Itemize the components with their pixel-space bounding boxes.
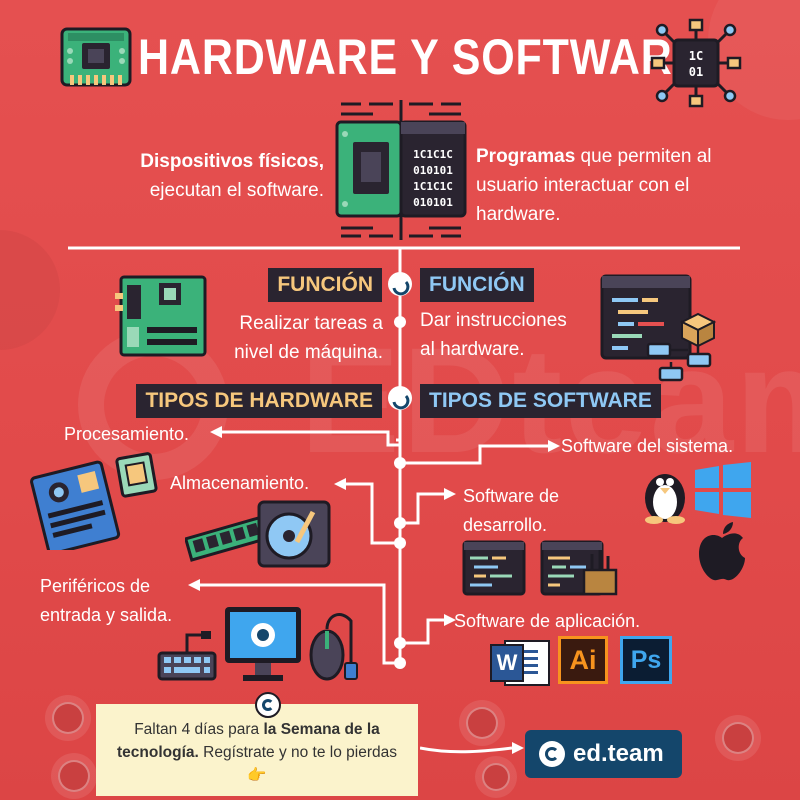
dev-tools-icon — [540, 540, 618, 596]
hardware-function-label: FUNCIÓN — [268, 268, 382, 302]
hardware-type-procesamiento: Procesamiento. — [64, 424, 190, 444]
hardware-function-line2: nivel de máquina. — [234, 342, 383, 363]
apple-icon — [699, 522, 745, 581]
software-type-desarrollo-line1: Software de — [463, 486, 560, 506]
decor-circle-notebook — [58, 760, 90, 792]
word-icon: W — [490, 638, 550, 686]
hardware-function-desc: Realizar tareas a nivel de máquina. — [234, 309, 383, 367]
binary-text: 1C1C1C — [413, 148, 453, 161]
software-type-sistema: Software del sistema. — [561, 436, 734, 456]
cta-prefix: Faltan 4 días para — [134, 721, 264, 738]
software-intro-line3: hardware. — [476, 204, 561, 225]
chip-network-icon: 1C 01 — [650, 18, 742, 108]
windows-icon — [695, 462, 751, 518]
hardware-type-perifericos-line1: Periféricos de — [40, 576, 151, 596]
binary-text: 010101 — [413, 164, 453, 177]
hardware-software-split-icon: 1C1C1C 010101 1C1C1C 010101 — [335, 100, 467, 240]
chip-text: 1C — [689, 49, 703, 63]
hardware-type-almacenamiento: Almacenamiento. — [170, 473, 310, 493]
pin-icon — [255, 692, 281, 718]
edteam-button-label: ed.team — [573, 740, 664, 767]
hardware-intro: Dispositivos físicos, ejecutan el softwa… — [140, 147, 324, 205]
cta-rest: Regístrate y no te lo pierdas — [198, 744, 397, 761]
software-intro-line1-rest: que permiten al — [575, 146, 712, 167]
hardware-intro-line2: ejecutan el software. — [149, 180, 324, 201]
hardware-types-label: TIPOS DE HARDWARE — [136, 384, 382, 418]
software-function-line2: al hardware. — [420, 339, 525, 360]
decor-circle-angular — [52, 702, 84, 734]
linux-icon — [645, 474, 685, 524]
cta-strong: la Semana de la tecnología. — [117, 721, 380, 761]
peripherals-icon — [157, 607, 358, 681]
software-type-aplicacion: Software de aplicación. — [454, 611, 641, 631]
storage-drive-icon — [185, 500, 331, 568]
code-editor-icon — [462, 540, 526, 596]
edteam-button[interactable]: ed.team — [525, 730, 682, 778]
binary-text: 1C1C1C — [413, 180, 453, 193]
software-function-line1: Dar instrucciones — [420, 310, 567, 331]
software-intro-line2: usuario interactuar con el — [476, 175, 690, 196]
code-window-icon — [600, 274, 717, 382]
pointing-hand-icon: 👉 — [247, 767, 267, 784]
software-intro: Programas que permiten al usuario intera… — [476, 142, 712, 229]
software-function-label: FUNCIÓN — [420, 268, 534, 302]
decor-circle-linux — [722, 722, 754, 754]
illustrator-icon: Ai — [558, 636, 608, 684]
hardware-function-line1: Realizar tareas a — [239, 313, 383, 334]
word-letter: W — [490, 644, 524, 682]
hardware-intro-line1: Dispositivos físicos, — [140, 151, 324, 172]
hardware-type-perifericos-line2: entrada y salida. — [40, 605, 173, 625]
processor-board-icon — [30, 452, 158, 550]
photoshop-icon: Ps — [620, 636, 672, 684]
cpu-board-icon — [60, 27, 132, 87]
page-title: HARDWARE Y SOFTWARE — [138, 29, 703, 85]
decor-circle-mouse — [466, 707, 498, 739]
decor-circle-disc — [482, 763, 510, 791]
cta-note: Faltan 4 días para la Semana de la tecno… — [96, 704, 418, 796]
software-type-desarrollo: Software de desarrollo. — [463, 482, 559, 540]
software-function-desc: Dar instrucciones al hardware. — [420, 306, 567, 364]
binary-text: 010101 — [413, 196, 453, 209]
edteam-logo-icon — [539, 741, 565, 767]
motherboard-icon — [115, 275, 207, 357]
cta-arrow — [420, 742, 524, 754]
software-intro-strong: Programas — [476, 146, 576, 167]
software-types-label: TIPOS DE SOFTWARE — [420, 384, 661, 418]
software-type-desarrollo-line2: desarrollo. — [463, 515, 548, 535]
hardware-type-perifericos: Periféricos de entrada y salida. — [40, 572, 172, 630]
chip-text: 01 — [689, 65, 703, 79]
